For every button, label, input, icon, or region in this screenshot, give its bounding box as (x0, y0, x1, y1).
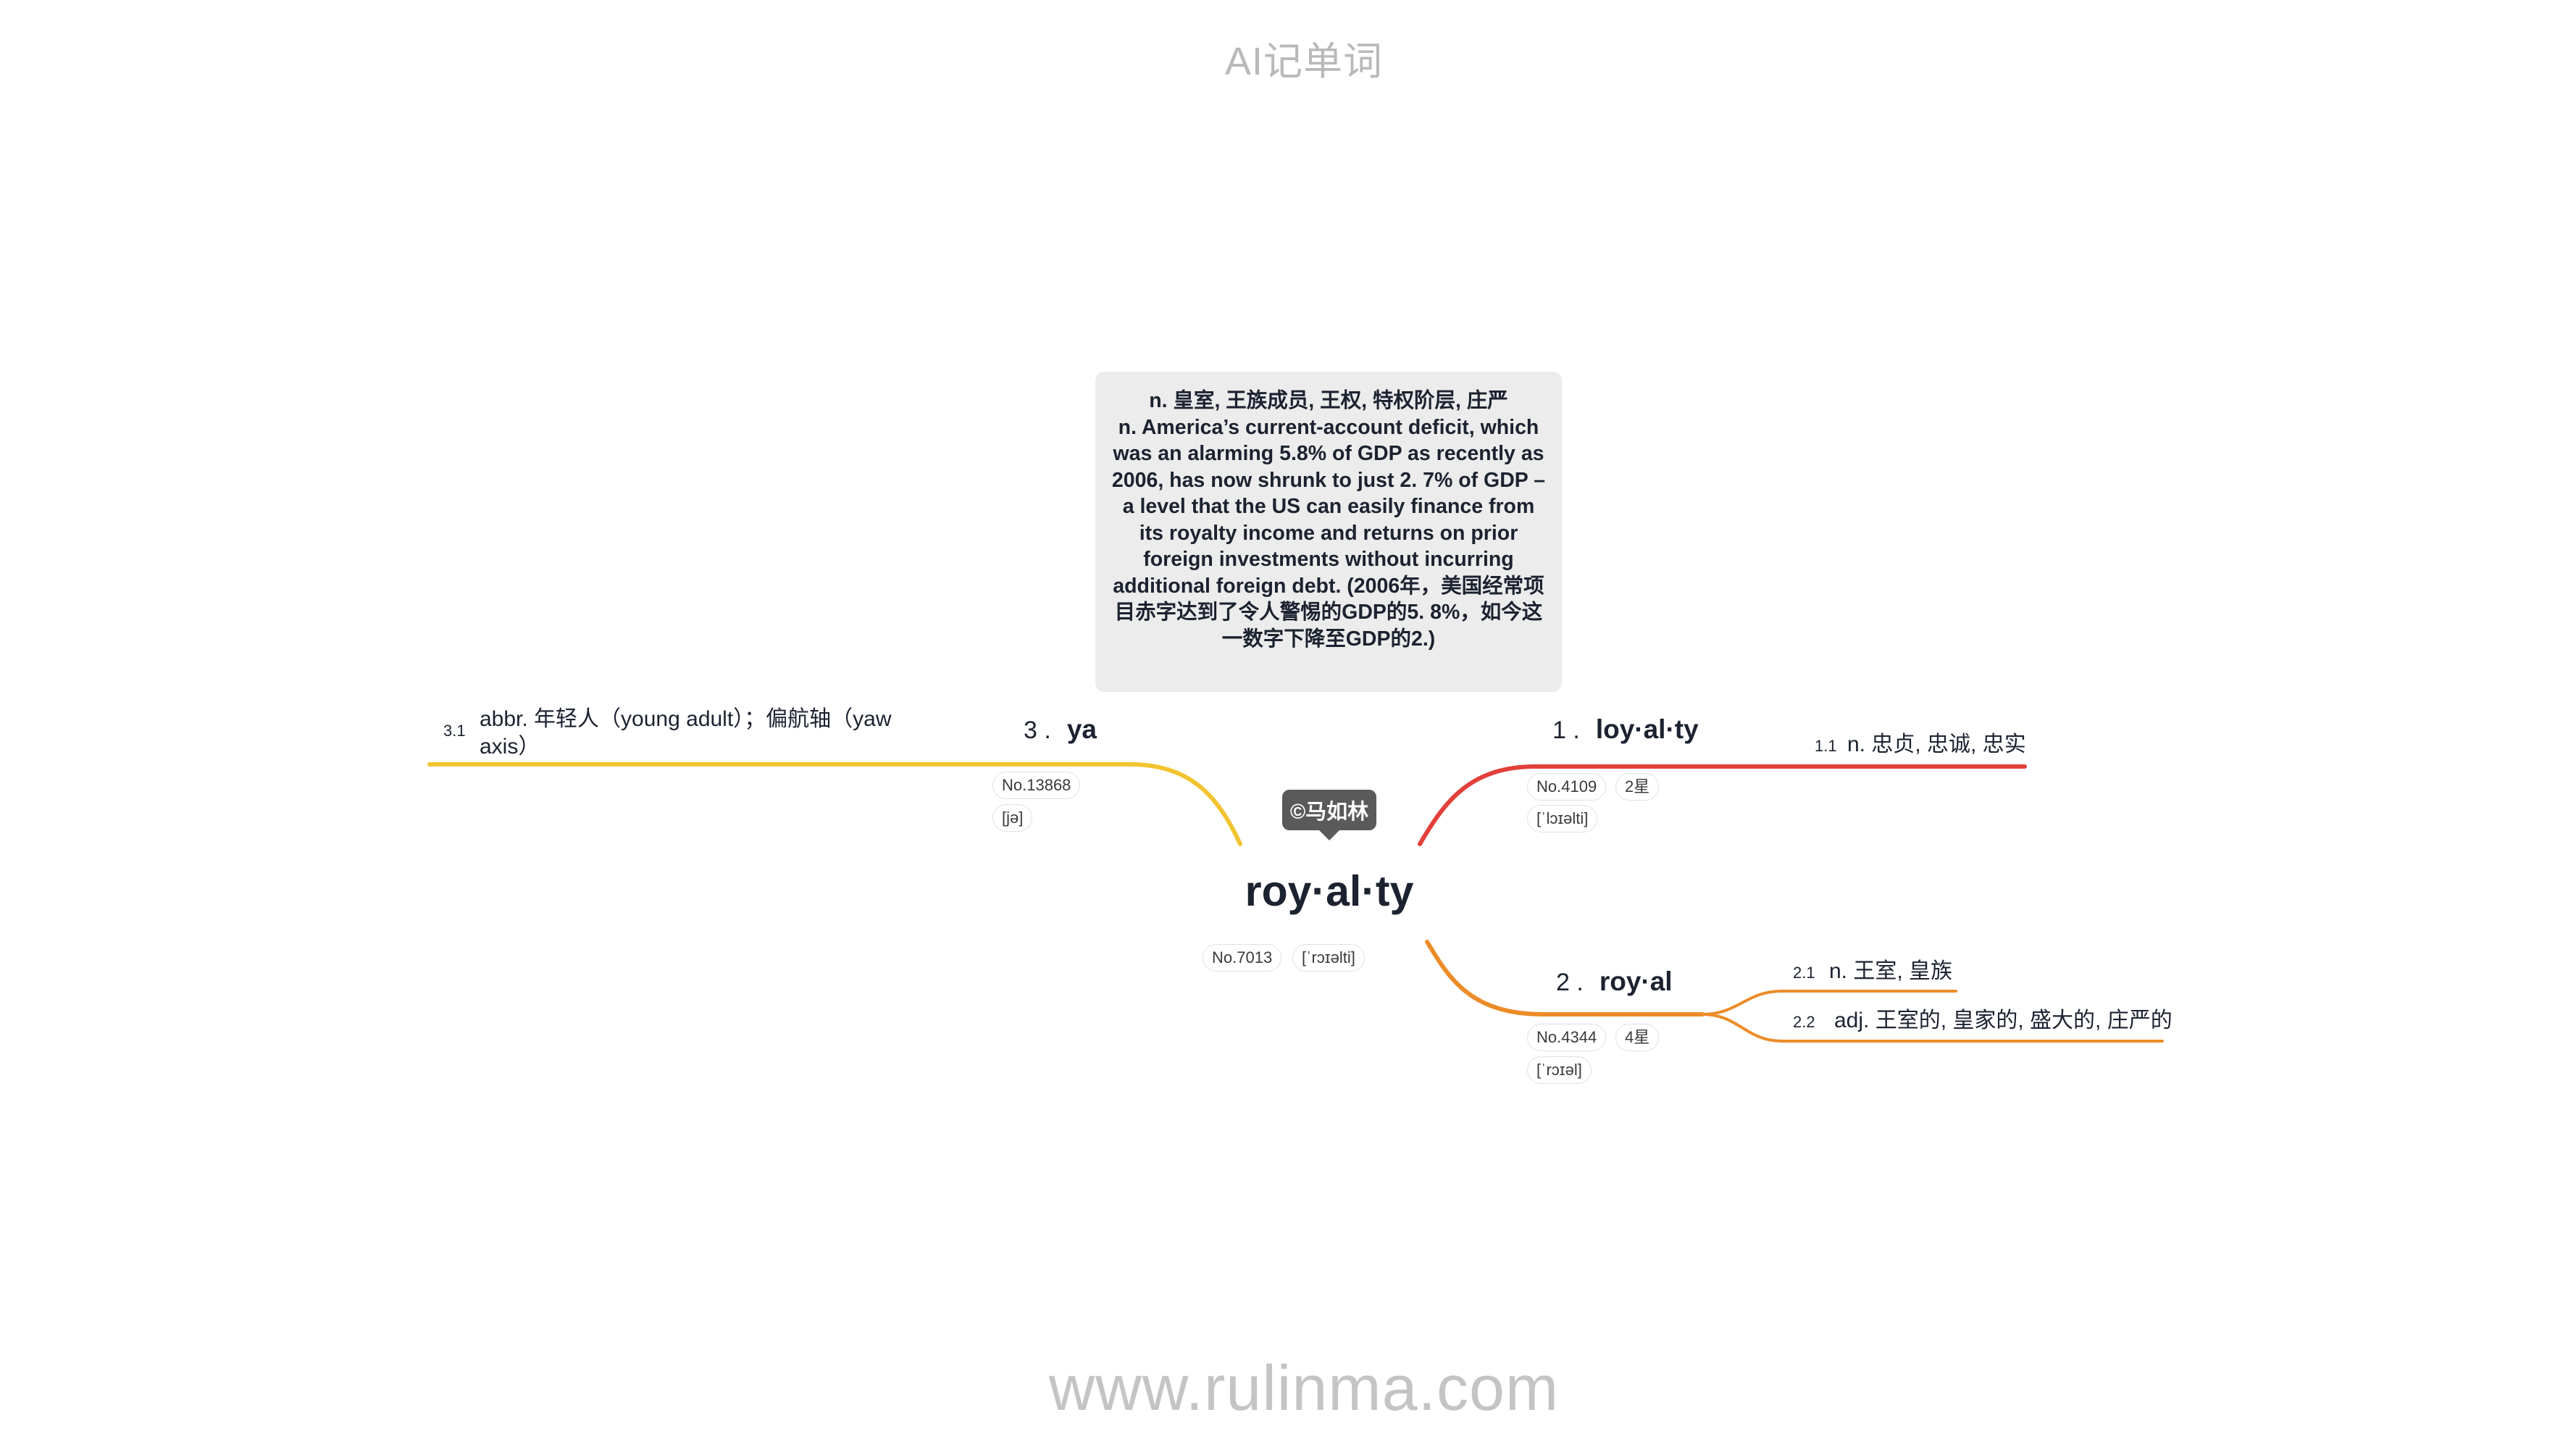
branch-royal-title[interactable]: 2 . roy·al (1556, 966, 1673, 997)
connector-loyalty (1418, 764, 2027, 846)
connector-ya (427, 762, 1242, 846)
connector-royal (1425, 940, 1705, 1016)
branch-loyalty-title[interactable]: 1 . loy·al·ty (1552, 714, 1699, 745)
sense-number: 3.1 (443, 722, 466, 740)
central-word[interactable]: roy·al·ty (1245, 867, 1414, 915)
branch-loyalty-phonetic-badge: [ˈlɔɪəlti] (1527, 805, 1598, 832)
branch-ya-phonetic-badge: [jə] (992, 804, 1033, 832)
sense-text[interactable]: abbr. 年轻人（young adult）；偏航轴（yaw axis） (480, 707, 892, 759)
sense-number: 2.1 (1793, 964, 1815, 982)
branch-word: loy·al·ty (1595, 714, 1699, 744)
branch-royal-phonetic-badge: [ˈrɔɪəl] (1527, 1056, 1592, 1084)
sense-number: 2.2 (1793, 1013, 1815, 1031)
branch-ya-title[interactable]: 3 . ya (1024, 714, 1097, 745)
connector-royal-sense-2 (1701, 1013, 2164, 1043)
connector-royal-sense-1 (1701, 990, 1957, 1016)
sense-text[interactable]: n. 忠贞, 忠诚, 忠实 (1847, 732, 2026, 756)
sense-number: 1.1 (1815, 737, 1837, 755)
example-note: n. 皇室, 王族成员, 王权, 特权阶层, 庄严 n. America’s c… (1095, 372, 1562, 692)
central-rank-badge: No.7013 (1203, 944, 1282, 972)
branch-word: roy·al (1599, 966, 1673, 996)
central-phonetic-badge: [ˈrɔɪəlti] (1292, 944, 1365, 972)
copyright-badge: ©马如林 (1282, 790, 1376, 830)
sense-text[interactable]: adj. 王室的, 皇家的, 盛大的, 庄严的 (1834, 1009, 2173, 1032)
branch-word: ya (1066, 714, 1097, 744)
sense-text[interactable]: n. 王室, 皇族 (1829, 959, 1953, 983)
branch-number: 2 . (1556, 969, 1584, 996)
page-title: AI记单词 (1224, 40, 1384, 83)
copyright-badge-pointer (1318, 829, 1341, 840)
branch-number: 1 . (1552, 717, 1580, 744)
branch-loyalty-rank-badge: No.4109 (1527, 773, 1607, 801)
branch-loyalty-stars-badge: 2星 (1615, 773, 1660, 801)
site-watermark: www.rulinma.com (1048, 1352, 1560, 1424)
branch-royal-stars-badge: 4星 (1615, 1024, 1660, 1051)
branch-number: 3 . (1024, 717, 1051, 744)
branch-royal-rank-badge: No.4344 (1527, 1024, 1607, 1051)
branch-ya-rank-badge: No.13868 (992, 772, 1081, 799)
